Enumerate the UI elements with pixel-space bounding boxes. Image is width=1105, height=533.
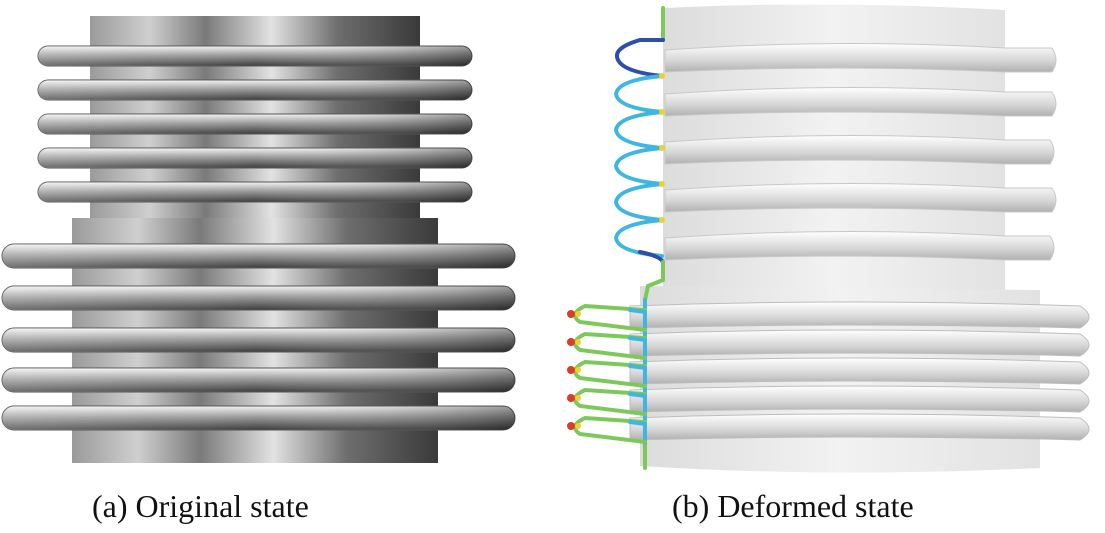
convolution-shade-1 <box>2 286 515 310</box>
convolution-shade-2 <box>38 114 472 134</box>
lower-convolutions <box>1 243 516 431</box>
convolution-shade-1 <box>38 80 472 100</box>
stress-hotspot-upper-3 <box>659 181 665 187</box>
deformed-convolution-upper-1 <box>664 86 1057 117</box>
convolution-shade-3 <box>38 148 472 168</box>
stress-warm-lower-0 <box>575 311 581 317</box>
stress-hotspot-lower-4 <box>567 422 575 430</box>
deformed-convolution-lower-0 <box>629 301 1090 329</box>
deformed-convolution-upper-3 <box>664 182 1057 213</box>
stress-loop-upper-2 <box>613 146 664 186</box>
stress-hotspot-lower-1 <box>567 338 575 346</box>
convolution-shade-2 <box>2 328 515 352</box>
stress-segment-transition <box>643 260 665 302</box>
deformed-upper-convolutions <box>664 42 1057 261</box>
stress-loop-upper-0 <box>613 74 664 114</box>
deformed-lower-convolutions <box>629 301 1090 441</box>
stress-profile-lower <box>567 298 647 470</box>
stress-segment-bottom <box>638 250 665 264</box>
deformed-convolution-lower-3 <box>629 385 1090 413</box>
stress-fold-root-1 <box>628 336 647 342</box>
stress-fold-root-4 <box>628 420 647 426</box>
stress-loop-upper-1 <box>613 110 664 150</box>
stress-warm-lower-4 <box>575 423 581 429</box>
stress-hotspot-upper-0 <box>659 73 665 79</box>
caption-deformed-state: (b) Deformed state <box>672 488 914 524</box>
stress-hotspot-lower-3 <box>567 394 575 402</box>
stress-warm-lower-2 <box>575 367 581 373</box>
stress-warm-lower-3 <box>575 395 581 401</box>
stress-fold-root-0 <box>628 308 647 314</box>
stress-hotspot-lower-0 <box>567 310 575 318</box>
stress-hotspot-upper-4 <box>659 217 665 223</box>
convolution-shade-0 <box>38 46 472 66</box>
stress-fold-root-2 <box>628 364 647 370</box>
convolution-shade-3 <box>2 368 515 392</box>
caption-original-state: (a) Original state <box>92 488 309 524</box>
stress-fold-root-3 <box>628 392 647 398</box>
deformed-convolution-lower-2 <box>629 357 1090 385</box>
stress-warm-lower-1 <box>575 339 581 345</box>
deformed-convolution-lower-4 <box>629 413 1090 441</box>
upper-convolutions <box>37 45 473 203</box>
convolution-shade-0 <box>2 244 515 268</box>
stress-hotspot-upper-1 <box>659 109 665 115</box>
stress-hotspot-upper-2 <box>659 145 665 151</box>
deformed-convolution-lower-1 <box>629 329 1090 357</box>
stress-hotspot-lower-2 <box>567 366 575 374</box>
deformed-state-panel <box>567 4 1090 473</box>
convolution-shade-4 <box>2 406 515 430</box>
original-state-panel <box>1 16 516 463</box>
stress-profile-upper <box>613 6 665 302</box>
stress-loop-upper-3 <box>613 182 664 222</box>
convolution-shade-4 <box>38 182 472 202</box>
deformed-convolution-upper-4 <box>664 230 1055 261</box>
stress-segment-0 <box>615 38 665 78</box>
deformed-convolution-upper-0 <box>664 42 1057 73</box>
deformed-convolution-upper-2 <box>664 134 1055 165</box>
